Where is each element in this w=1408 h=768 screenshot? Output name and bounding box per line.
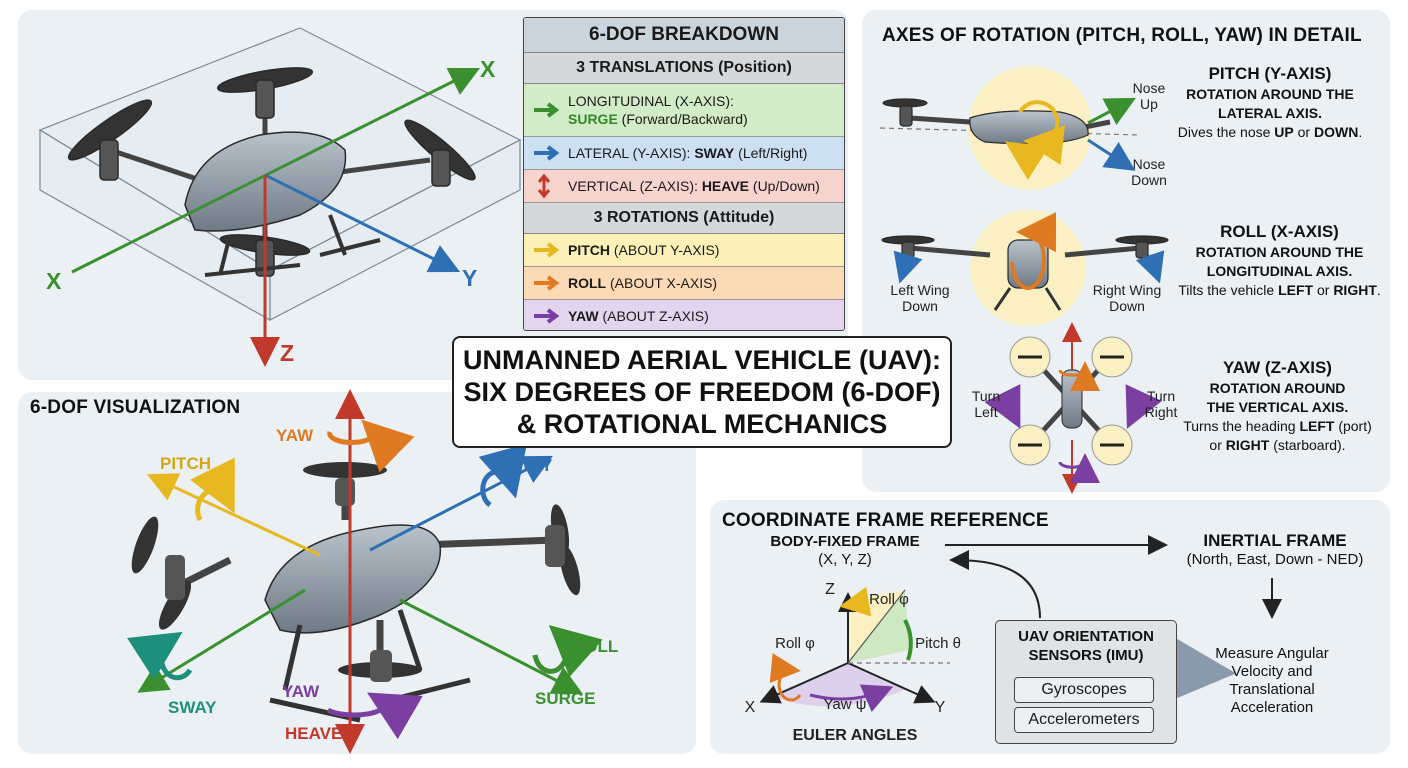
x-axis-label-bottom: X <box>46 268 62 294</box>
surge-axis <box>399 598 584 695</box>
main-title-line-3: & ROTATIONAL MECHANICS <box>516 409 888 439</box>
right-wing-down-arrow <box>1135 250 1165 284</box>
euler-x-label: X <box>744 699 756 716</box>
pitch-rotation <box>190 457 235 522</box>
euler-angles-caption: EULER ANGLES <box>792 727 918 744</box>
yaw-top-label: YAW <box>276 426 314 445</box>
roll-rotation <box>532 625 603 677</box>
y-axis-label: Y <box>462 265 478 291</box>
yaw-row: YAW (ABOUT Z-AXIS) <box>524 300 844 330</box>
nose-down-arrow <box>1087 138 1136 171</box>
sway-right-rotation <box>478 443 527 508</box>
rotation-detail-title: AXES OF ROTATION (PITCH, ROLL, YAW) IN D… <box>882 25 1362 46</box>
pitch-axis <box>146 473 321 557</box>
y-axis-arrow <box>264 173 461 273</box>
yaw-top-rotation <box>327 419 415 473</box>
heave-row: VERTICAL (Z-AXIS): HEAVE (Up/Down) <box>524 170 844 203</box>
yaw-bottom-rotation <box>326 692 423 740</box>
rotations-header: 3 ROTATIONS (Attitude) <box>524 203 844 234</box>
pitch-row: PITCH (ABOUT Y-AXIS) <box>524 234 844 267</box>
euler-y-label: Y <box>934 699 946 716</box>
yaw-bottom-label: YAW <box>282 682 320 701</box>
main-title-line-1: UNMANNED AERIAL VEHICLE (UAV): <box>463 345 941 375</box>
left-wing-down-arrow <box>893 250 923 284</box>
roll-description: ROLL (X-AXIS) ROTATION AROUND THE LONGIT… <box>1178 222 1381 298</box>
accelerometers-box: Accelerometers <box>1014 707 1154 733</box>
sway-row: LATERAL (Y-AXIS): SWAY (Left/Right) <box>524 137 844 170</box>
pitch-label: PITCH <box>160 454 211 473</box>
yaw-description: YAW (Z-AXIS) ROTATION AROUND THE VERTICA… <box>1183 358 1372 453</box>
main-title-line-2: SIX DEGREES OF FREEDOM (6-DOF) <box>463 377 941 407</box>
yaw-drone-top-view <box>1009 322 1133 494</box>
sway-left-label: SWAY <box>168 698 217 717</box>
euler-roll-left-label: Roll φ <box>775 635 815 652</box>
roll-row: ROLL (ABOUT X-AXIS) <box>524 267 844 300</box>
roll-label: ROLL <box>572 637 619 656</box>
inertial-frame-label: INERTIAL FRAME (North, East, Down - NED) <box>1186 531 1364 569</box>
blue-arrow-icon <box>532 144 568 162</box>
euler-pitch-label: Pitch θ <box>915 635 961 652</box>
table-title: 6-DOF BREAKDOWN <box>524 18 844 53</box>
drone-visualization <box>131 462 581 723</box>
x-axis-label-top: X <box>480 56 496 82</box>
euler-z-label: Z <box>825 581 835 598</box>
visualization-title: 6-DOF VISUALIZATION <box>30 397 241 418</box>
surge-row: LONGITUDINAL (X-AXIS):SURGE (Forward/Bac… <box>524 84 844 137</box>
green-arrow-icon <box>532 101 568 119</box>
coordinate-frame-title: COORDINATE FRAME REFERENCE <box>722 510 1049 531</box>
translations-header: 3 TRANSLATIONS (Position) <box>524 53 844 84</box>
orange-arrow-icon <box>532 274 568 292</box>
main-title: UNMANNED AERIAL VEHICLE (UAV): SIX DEGRE… <box>452 336 952 448</box>
up-down-arrow-icon <box>532 173 568 199</box>
sway-left-rotation <box>127 631 193 681</box>
heave-label: HEAVE <box>285 724 343 743</box>
purple-arrow-icon <box>532 307 568 325</box>
nose-up-arrow <box>1087 97 1136 126</box>
euler-yaw-label: Yaw ψ <box>823 696 867 713</box>
body-fixed-frame-label: BODY-FIXED FRAME (X, Y, Z) <box>770 533 920 568</box>
imu-title: UAV ORIENTATION SENSORS (IMU) <box>1018 628 1154 664</box>
z-axis-label: Z <box>280 340 295 366</box>
sway-right-label: SWAY <box>504 456 553 475</box>
x-axis-arrow <box>71 67 481 274</box>
dof-breakdown-table: 6-DOF BREAKDOWN 3 TRANSLATIONS (Position… <box>523 17 845 331</box>
gyroscopes-box: Gyroscopes <box>1014 677 1154 703</box>
euler-angles-diagram <box>759 586 950 713</box>
yellow-arrow-icon <box>532 241 568 259</box>
surge-label: SURGE <box>535 689 596 708</box>
pitch-description: PITCH (Y-AXIS) ROTATION AROUND THE LATER… <box>1177 64 1363 140</box>
measure-description: Measure Angular Velocity and Translation… <box>1215 645 1329 716</box>
imu-sensors-box: UAV ORIENTATION SENSORS (IMU) Gyroscopes… <box>995 620 1177 744</box>
euler-roll-top-label: Roll φ <box>869 591 909 608</box>
